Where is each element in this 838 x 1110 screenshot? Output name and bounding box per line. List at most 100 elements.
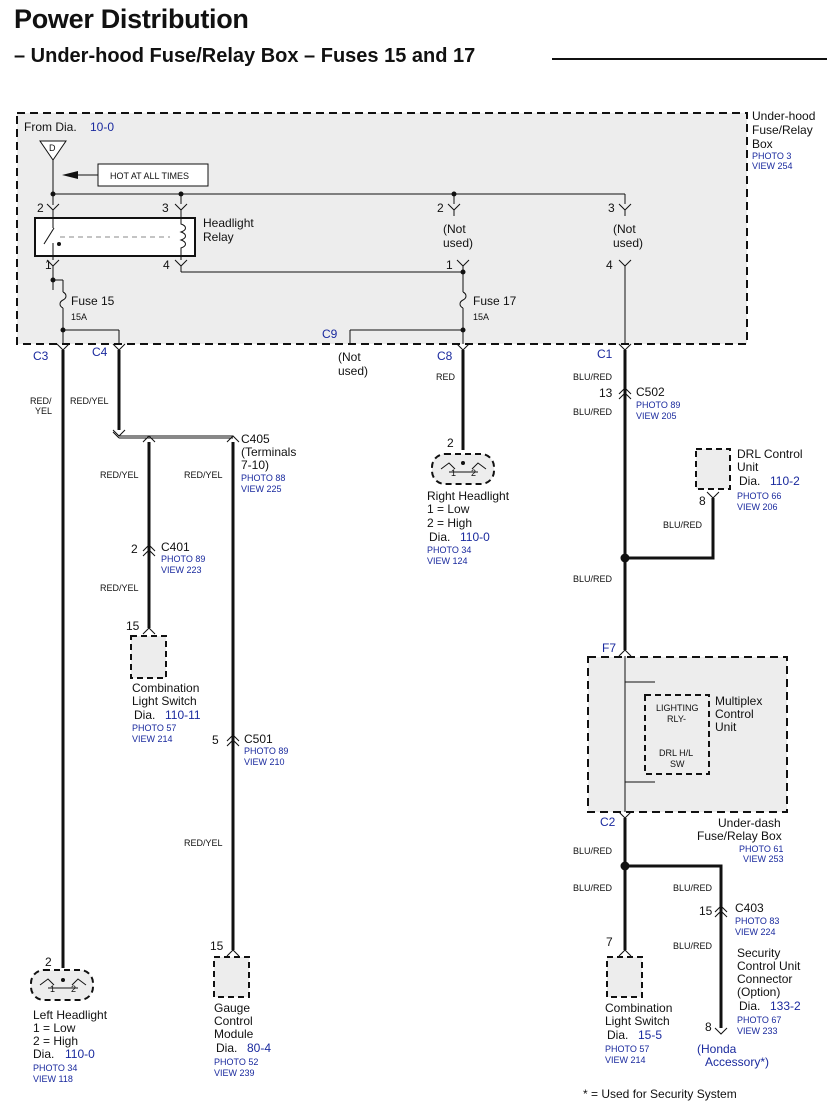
security-name-3: Connector bbox=[737, 972, 792, 986]
wire-color-c4: RED/YEL bbox=[70, 396, 109, 406]
combo-switch-left-name-2: Light Switch bbox=[132, 694, 197, 708]
drl-terminal bbox=[706, 491, 720, 499]
security-pin: 8 bbox=[705, 1020, 712, 1034]
c405-bus bbox=[112, 431, 233, 439]
left-headlight-junction bbox=[61, 978, 65, 982]
page-title: Power Distribution bbox=[14, 4, 249, 34]
underdash-view: VIEW 253 bbox=[743, 854, 784, 864]
left-headlight-high: 2 = High bbox=[33, 1034, 78, 1048]
underdash-name-2: Fuse/Relay Box bbox=[697, 829, 782, 843]
drl-dia-ref[interactable]: 110-2 bbox=[770, 474, 800, 488]
right-bulb-1: 1 bbox=[451, 468, 456, 478]
combo-switch-left-dia-ref[interactable]: 110-11 bbox=[165, 708, 201, 722]
c401-photo: PHOTO 89 bbox=[161, 554, 205, 564]
combo-switch-left-pin: 15 bbox=[126, 619, 140, 633]
gauge-module-box bbox=[213, 956, 250, 998]
combo-switch-right-dia-ref[interactable]: 15-5 bbox=[638, 1028, 662, 1042]
c401-name: C401 bbox=[161, 540, 190, 554]
source-d-letter: D bbox=[49, 143, 56, 153]
source-d-triangle bbox=[39, 140, 67, 161]
c403-name: C403 bbox=[735, 901, 764, 915]
connector-f7[interactable]: F7 bbox=[602, 641, 616, 655]
multiplex-drl-1: DRL H/L bbox=[659, 748, 693, 758]
connector-c3[interactable]: C3 bbox=[33, 349, 49, 363]
right-headlight-photo: PHOTO 34 bbox=[427, 545, 471, 555]
c401-connector bbox=[142, 544, 156, 557]
multiplex-drl-2: SW bbox=[670, 759, 685, 769]
c502-view: VIEW 205 bbox=[636, 411, 677, 421]
right-headlight-title: Right Headlight bbox=[427, 489, 510, 503]
wire-color-c401-lower: RED/YEL bbox=[100, 583, 139, 593]
wire-color-c8: RED bbox=[436, 372, 456, 382]
wire-color-c2-upper: BLU/RED bbox=[573, 846, 613, 856]
c501-pin: 5 bbox=[212, 733, 219, 747]
relay-terminal-4 bbox=[174, 256, 188, 272]
gauge-module-name-1: Gauge bbox=[214, 1001, 250, 1015]
unused-3-not-used-2: used) bbox=[613, 236, 643, 250]
f7-terminal bbox=[618, 649, 632, 657]
multiplex-control-unit-box bbox=[644, 694, 710, 775]
wire-color-c401-upper: RED/YEL bbox=[100, 470, 139, 480]
combo-switch-left-box bbox=[130, 635, 167, 679]
drl-view: VIEW 206 bbox=[737, 502, 778, 512]
c401-view: VIEW 223 bbox=[161, 565, 202, 575]
wire-color-c3-1: RED/ bbox=[30, 396, 52, 406]
c405-name-3: 7-10) bbox=[241, 458, 269, 472]
underhood-box-name-2: Fuse/Relay bbox=[752, 123, 813, 137]
c502-connector bbox=[618, 387, 632, 400]
c405-tap-2 bbox=[226, 435, 240, 443]
left-headlight-photo: PHOTO 34 bbox=[33, 1063, 77, 1073]
fuse17-symbol bbox=[459, 291, 467, 309]
connector-c2[interactable]: C2 bbox=[600, 815, 616, 829]
unused-relay-pin-2: 2 bbox=[437, 201, 444, 215]
right-bulb-2: 2 bbox=[471, 468, 476, 478]
unused-3-not-used-1: (Not bbox=[613, 222, 636, 236]
right-headlight-high: 2 = High bbox=[427, 516, 472, 530]
combo-switch-right-name-2: Light Switch bbox=[605, 1014, 670, 1028]
c4-branch-terminal bbox=[112, 429, 126, 437]
connector-c1[interactable]: C1 bbox=[597, 347, 613, 361]
gauge-module-dia-ref[interactable]: 80-4 bbox=[247, 1041, 271, 1055]
left-headlight-pin: 2 bbox=[45, 955, 52, 969]
unused-terminal-3 bbox=[618, 203, 632, 216]
c501-name: C501 bbox=[244, 732, 273, 746]
fuse15-symbol bbox=[59, 291, 67, 309]
c9-not-used-1: (Not bbox=[338, 350, 361, 364]
underdash-name-1: Under-dash bbox=[718, 816, 781, 830]
left-headlight-view: VIEW 118 bbox=[33, 1074, 73, 1084]
connector-c4[interactable]: C4 bbox=[92, 345, 108, 359]
gauge-module-dia-label: Dia. bbox=[216, 1041, 237, 1055]
combo-switch-right-name-1: Combination bbox=[605, 1001, 672, 1015]
underhood-box-view: VIEW 254 bbox=[752, 161, 793, 171]
right-headlight-low: 1 = Low bbox=[427, 502, 470, 516]
left-headlight-dia-label: Dia. bbox=[33, 1047, 54, 1061]
connector-c9[interactable]: C9 bbox=[322, 327, 338, 341]
headlight-relay-name-1: Headlight bbox=[203, 216, 254, 230]
multiplex-lighting-2: RLY- bbox=[667, 714, 686, 724]
wire-color-gauge-lower: RED/YEL bbox=[184, 838, 223, 848]
left-headlight-dia-ref[interactable]: 110-0 bbox=[65, 1047, 95, 1061]
c405-name-1: C405 bbox=[241, 432, 270, 446]
security-dia-ref[interactable]: 133-2 bbox=[770, 999, 801, 1013]
relay-terminal-2 bbox=[46, 203, 60, 218]
bus-junction bbox=[460, 327, 466, 333]
c501-connector bbox=[226, 734, 240, 747]
underhood-box-name-1: Under-hood bbox=[752, 109, 815, 123]
right-headlight-view: VIEW 124 bbox=[427, 556, 468, 566]
gauge-module-terminal bbox=[226, 949, 240, 957]
bus-junction bbox=[60, 327, 66, 333]
c502-name: C502 bbox=[636, 385, 665, 399]
right-headlight-dia-ref[interactable]: 110-0 bbox=[460, 530, 490, 544]
left-headlight-low: 1 = Low bbox=[33, 1021, 76, 1035]
from-dia-ref[interactable]: 10-0 bbox=[90, 120, 114, 134]
c405-photo: PHOTO 88 bbox=[241, 473, 285, 483]
unused-relay-pin-1: 1 bbox=[446, 258, 453, 272]
combo-switch-left-dia-label: Dia. bbox=[134, 708, 155, 722]
headlight-relay-name-2: Relay bbox=[203, 230, 234, 244]
wire-drl-to-c1 bbox=[625, 498, 715, 560]
unused-terminal-2 bbox=[447, 203, 461, 216]
connector-c8[interactable]: C8 bbox=[437, 349, 453, 363]
right-headlight-filaments bbox=[440, 462, 487, 473]
unused-2-not-used-1: (Not bbox=[443, 222, 466, 236]
